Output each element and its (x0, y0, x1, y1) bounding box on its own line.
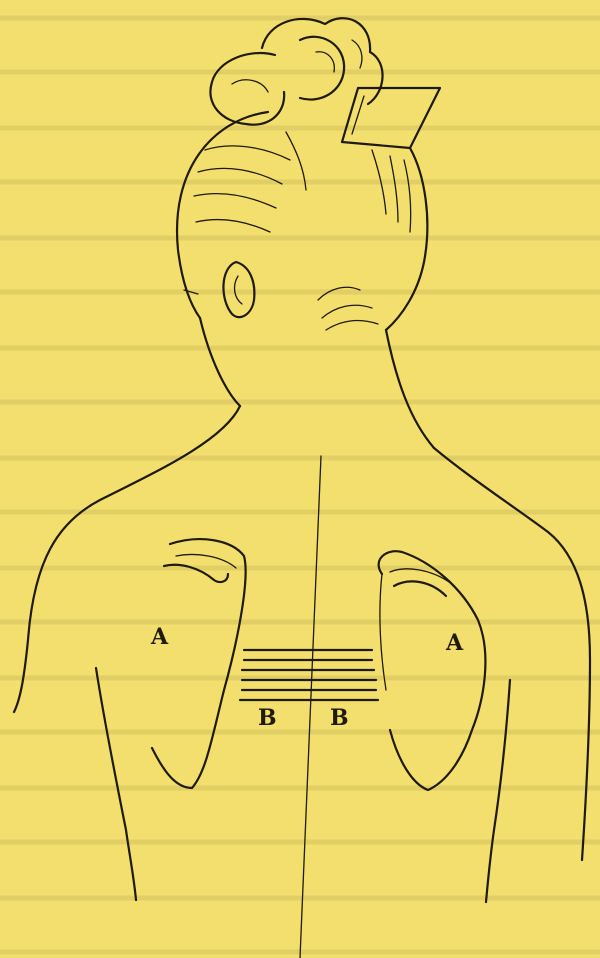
neck (200, 318, 434, 448)
label-b-left: B (258, 707, 277, 729)
spine-line (300, 456, 321, 958)
hair-comb (342, 88, 440, 148)
brace-bands (240, 650, 378, 700)
shoulder-blades (152, 539, 485, 790)
head (177, 112, 427, 330)
torso-outline (14, 406, 590, 902)
paper-texture (0, 18, 600, 952)
label-a-left: A (151, 626, 168, 648)
label-a-right: A (446, 632, 463, 654)
label-b-right: B (330, 707, 349, 729)
